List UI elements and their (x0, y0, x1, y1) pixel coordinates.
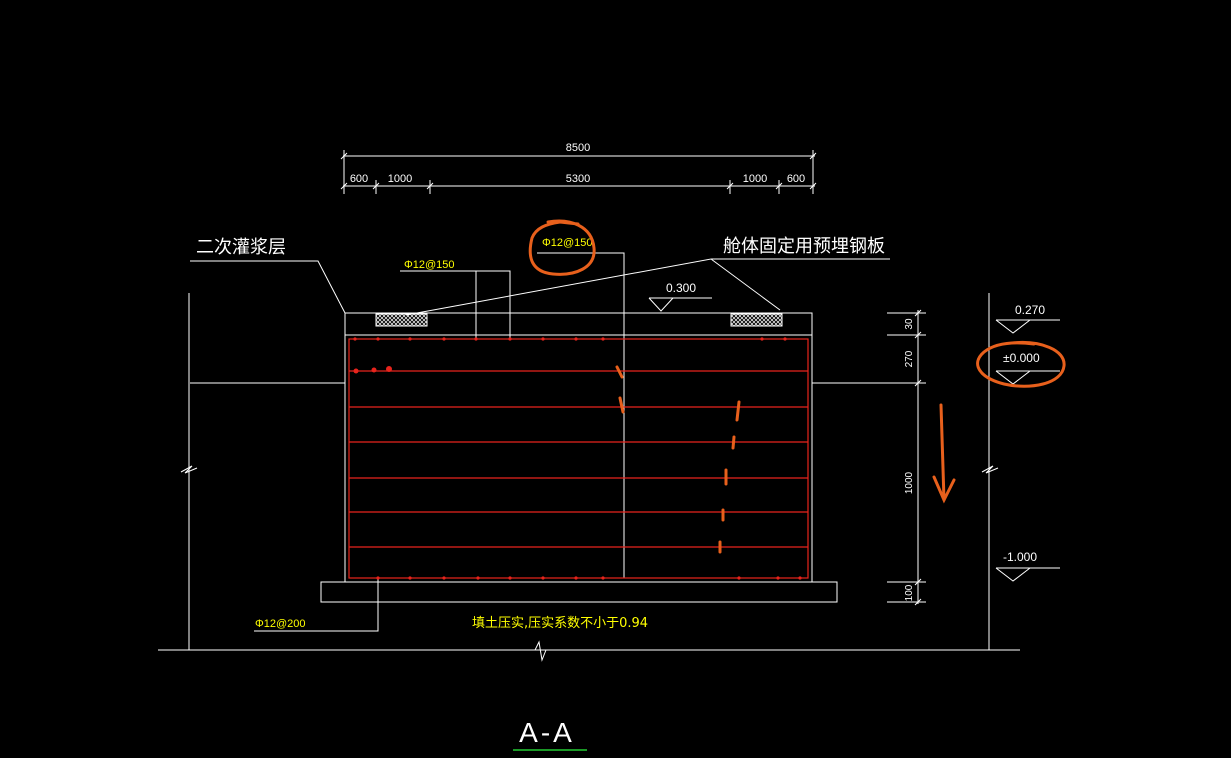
dim-right-1: 30 (904, 318, 915, 330)
dim-right-3: 1000 (904, 471, 915, 494)
top-dimension-group (340, 150, 817, 194)
label-rebar-top-circled: Φ12@150 (542, 237, 593, 249)
markup-circle-right (976, 340, 1066, 388)
dim-overall: 8500 (566, 142, 590, 154)
foundation-structure (190, 312, 900, 603)
elevation-slab-top: 0.300 (666, 281, 696, 295)
label-rebar-bottom: Φ12@200 (255, 618, 306, 630)
arrow-down-icon (932, 403, 956, 504)
rebar-dots (353, 337, 802, 580)
markup-circle-top (528, 219, 596, 276)
break-line-icon (534, 640, 547, 662)
dim-right-2: 270 (904, 350, 915, 367)
section-title: A-A (519, 717, 575, 748)
break-line-icon (981, 465, 999, 474)
dim-seg-1: 600 (350, 173, 368, 185)
embedded-plate-left (375, 313, 428, 327)
label-embedded-plate: 舱体固定用预埋钢板 (723, 236, 885, 257)
elevation-right-zero: ±0.000 (1003, 351, 1040, 365)
leader-lines (190, 252, 890, 632)
rebar-cage (348, 338, 809, 579)
dim-right-4: 100 (904, 584, 915, 601)
dim-seg-2: 1000 (388, 173, 412, 185)
dim-seg-3: 5300 (566, 173, 590, 185)
break-line-icon (180, 465, 198, 474)
label-rebar-top-left: Φ12@150 (404, 259, 455, 271)
label-grout-layer: 二次灌浆层 (196, 237, 286, 258)
dim-seg-4: 1000 (743, 173, 767, 185)
elevation-right-top: 0.270 (1015, 303, 1045, 317)
right-dimension-group (887, 309, 926, 606)
label-fill-note: 填土压实,压实系数不小于0.94 (472, 616, 648, 631)
dim-seg-5: 600 (787, 173, 805, 185)
elevation-right-bottom: -1.000 (1003, 550, 1037, 564)
markup-annotations (528, 219, 1066, 554)
elevation-marker-slab-top (648, 297, 712, 312)
ground-and-left-edge (158, 293, 1020, 651)
embedded-plate-right (730, 313, 783, 327)
